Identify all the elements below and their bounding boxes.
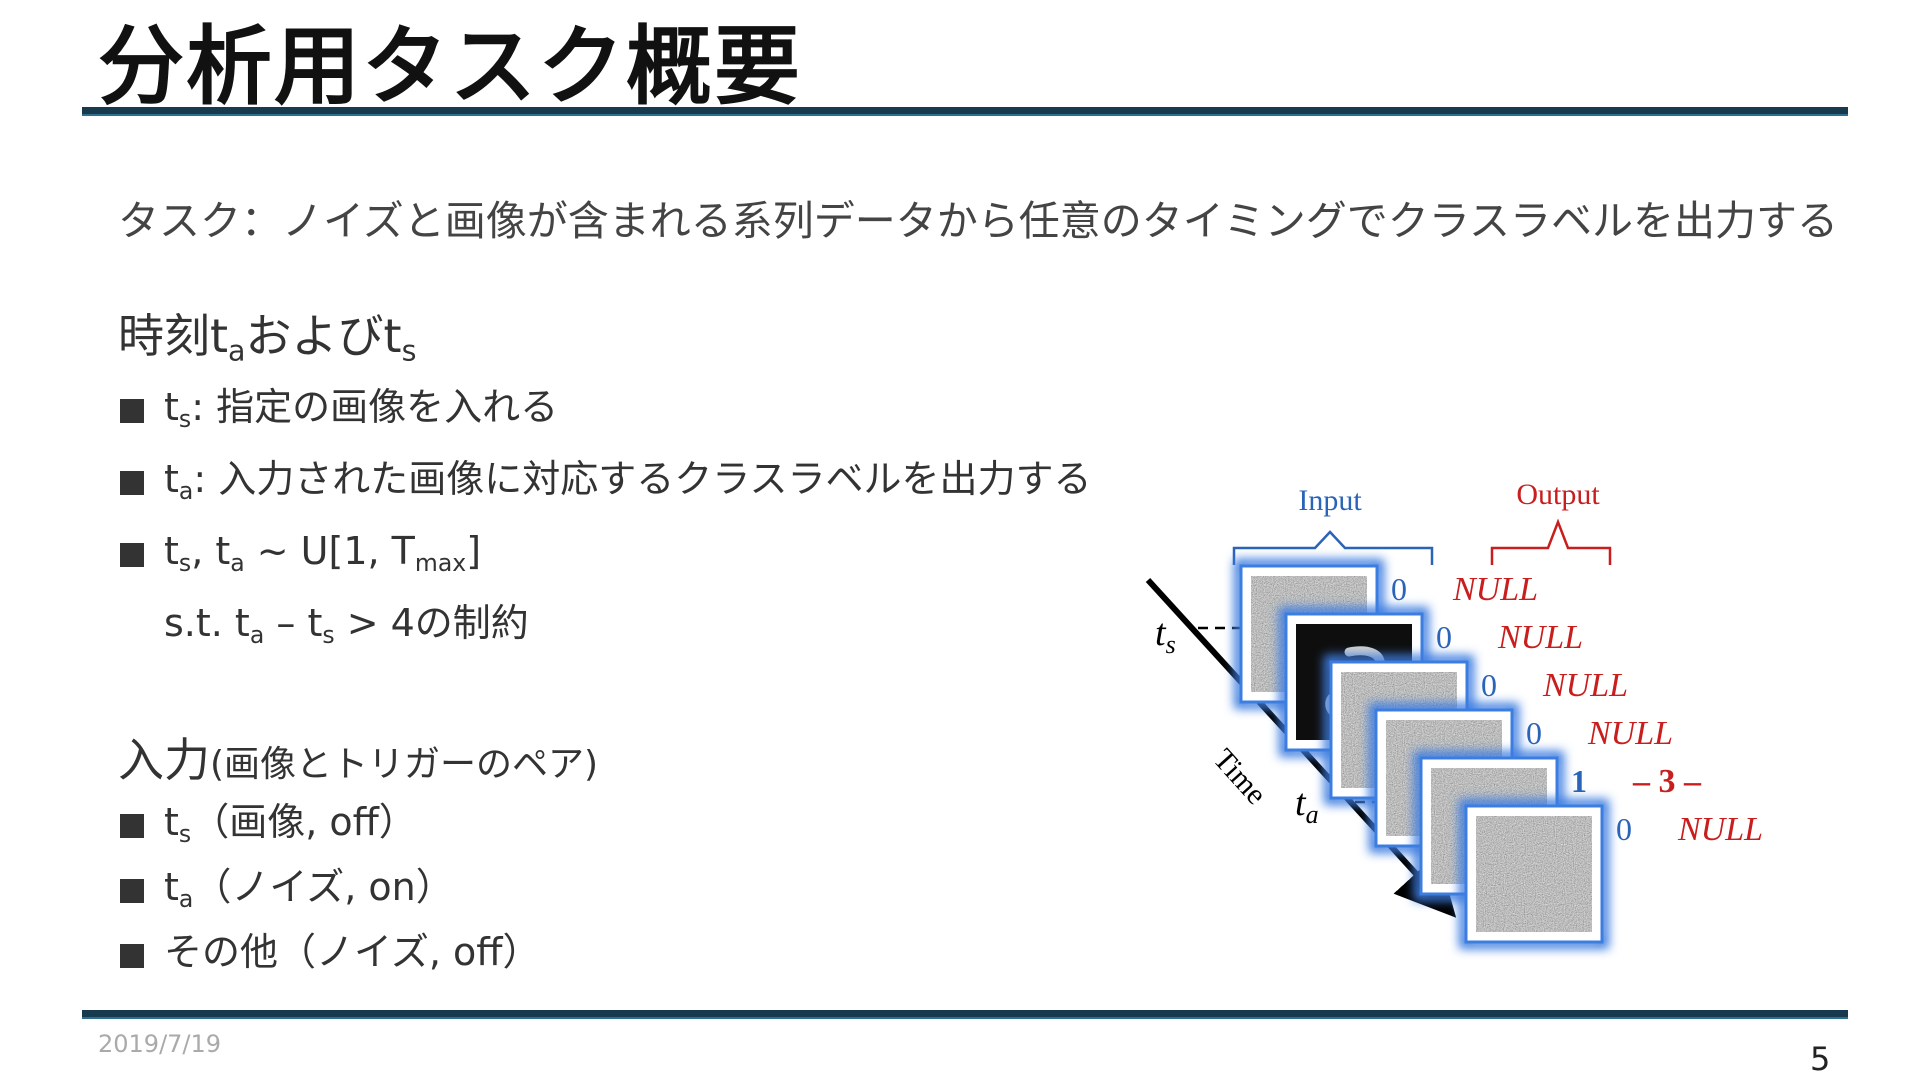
- trigger-value: 0: [1526, 715, 1542, 751]
- bullet-input-ta: ta（ノイズ, on）: [118, 865, 540, 913]
- time-bullet-list: ts: 指定の画像を入れる ta: 入力された画像に対応するクラスラベルを出力す…: [118, 385, 1091, 673]
- bullet-text: > 4の制約: [334, 601, 529, 645]
- input-label: Input: [1298, 484, 1362, 517]
- square-bullet-icon: [120, 814, 144, 838]
- bullet-text: t: [164, 385, 179, 429]
- subscript-s: s: [401, 334, 417, 368]
- subscript: s: [322, 621, 335, 650]
- bullet-text: t: [164, 457, 179, 501]
- bullet-distribution: ts, ta ~ U[1, Tmax]: [118, 529, 1091, 577]
- output-value: NULL: [1542, 667, 1628, 704]
- section-heading-paren: (画像とトリガーのペア): [210, 744, 599, 785]
- input-bullet-list: ts（画像, off） ta（ノイズ, on） その他（ノイズ, off）: [118, 800, 540, 995]
- output-value: NULL: [1452, 571, 1538, 608]
- bullet-text: （ノイズ, on）: [193, 865, 454, 909]
- square-bullet-icon: [120, 543, 144, 567]
- output-value: NULL: [1677, 811, 1763, 848]
- bullet-text: その他（ノイズ, off）: [164, 930, 541, 974]
- time-label: Time: [1207, 743, 1273, 811]
- bullet-constraint: s.t. ta – ts > 4の制約: [118, 601, 1091, 649]
- page-number: 5: [1810, 1040, 1831, 1078]
- output-value: – 3 –: [1632, 763, 1702, 800]
- trigger-value: 0: [1481, 667, 1497, 703]
- frame-glow: [1459, 799, 1609, 949]
- bullet-text: t: [164, 800, 179, 844]
- bullet-text: : 指定の画像を入れる: [191, 385, 559, 429]
- section-heading-input: 入力(画像とトリガーのペア): [118, 724, 598, 790]
- section-heading-text: 時刻t: [118, 309, 229, 363]
- section-heading-times: 時刻taおよびts: [118, 300, 416, 368]
- output-value: NULL: [1587, 715, 1673, 752]
- bullet-text: , t: [191, 529, 231, 573]
- square-bullet-icon: [120, 399, 144, 423]
- square-bullet-icon: [120, 879, 144, 903]
- ta-label: ta: [1295, 782, 1319, 829]
- bullet-text: ]: [466, 529, 482, 573]
- bullet-text: s.t. t: [164, 601, 250, 645]
- subscript: a: [230, 549, 245, 578]
- bullet-text: （画像, off）: [191, 800, 417, 844]
- output-label: Output: [1516, 478, 1600, 511]
- subscript: s: [178, 820, 192, 849]
- square-bullet-icon: [120, 471, 144, 495]
- section-heading-text: 入力: [118, 733, 210, 787]
- subscript: a: [178, 477, 194, 506]
- section-heading-text: およびt: [245, 309, 402, 363]
- noise-image: [1476, 816, 1592, 932]
- input-brace: [1232, 530, 1434, 565]
- trigger-value: 1: [1571, 763, 1587, 799]
- bullet-text: : 入力された画像に対応するクラスラベルを出力する: [193, 457, 1092, 501]
- trigger-value: 0: [1616, 811, 1632, 847]
- square-bullet-icon: [120, 944, 144, 968]
- output-brace: [1490, 518, 1612, 565]
- frame-6: [1459, 799, 1609, 949]
- subscript-a: a: [228, 334, 246, 368]
- subscript: a: [249, 621, 265, 650]
- subscript: s: [178, 549, 192, 578]
- subscript: max: [414, 549, 467, 578]
- bullet-ta: ta: 入力された画像に対応するクラスラベルを出力する: [118, 457, 1092, 505]
- bullet-text: – t: [264, 601, 323, 645]
- trigger-value: 0: [1436, 619, 1452, 655]
- task-description: タスク：ノイズと画像が含まれる系列データから任意のタイミングでクラスラベルを出力…: [118, 197, 1838, 245]
- output-value: NULL: [1497, 619, 1583, 656]
- slide-title: 分析用タスク概要: [98, 17, 802, 117]
- footer-divider: [82, 1010, 1848, 1019]
- bullet-text: t: [164, 529, 179, 573]
- subscript: a: [178, 885, 194, 914]
- bullet-text: ~ U[1, T: [244, 529, 415, 573]
- frame-stack: [1234, 559, 1609, 949]
- trigger-value: 0: [1391, 571, 1407, 607]
- bullet-ts: ts: 指定の画像を入れる: [118, 385, 1091, 433]
- title-divider: [82, 107, 1848, 116]
- bullet-input-other: その他（ノイズ, off）: [118, 930, 540, 974]
- footer-date: 2019/7/19: [98, 1030, 222, 1058]
- bullet-input-ts: ts（画像, off）: [118, 800, 540, 848]
- subscript: s: [178, 405, 192, 434]
- bullet-text: t: [164, 865, 179, 909]
- ts-label: ts: [1155, 612, 1176, 659]
